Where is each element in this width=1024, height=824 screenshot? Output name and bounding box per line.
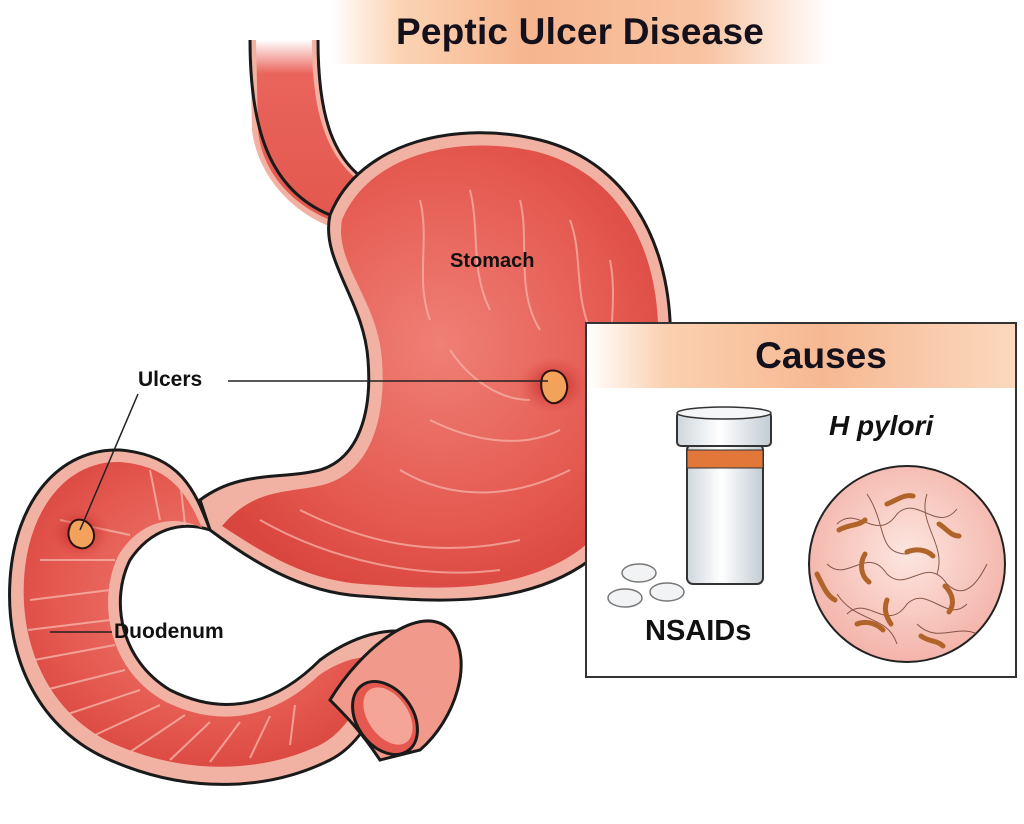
duodenum-ulcer-icon [67, 518, 95, 550]
duodenum [8, 448, 463, 786]
h-pylori-label: H pylori [829, 410, 934, 441]
stomach-label: Stomach [450, 250, 535, 272]
page-title: Peptic Ulcer Disease [395, 11, 765, 52]
nsaids-label: NSAIDs [645, 615, 752, 647]
causes-banner: Causes [587, 324, 1015, 388]
bacteria-icon [808, 465, 1006, 663]
ulcers-label: Ulcers [138, 368, 203, 391]
pill-bottle-icon [676, 406, 772, 585]
causes-heading: Causes [755, 335, 887, 376]
title-banner: Peptic Ulcer Disease [330, 0, 830, 64]
causes-panel: Causes [585, 322, 1017, 678]
stomach-ulcer-icon [540, 369, 569, 405]
pills-icon [607, 563, 685, 608]
duodenum-label: Duodenum [114, 620, 224, 643]
causes-illustrations [607, 406, 1006, 663]
stomach [198, 131, 673, 602]
leader-lines [50, 380, 548, 633]
